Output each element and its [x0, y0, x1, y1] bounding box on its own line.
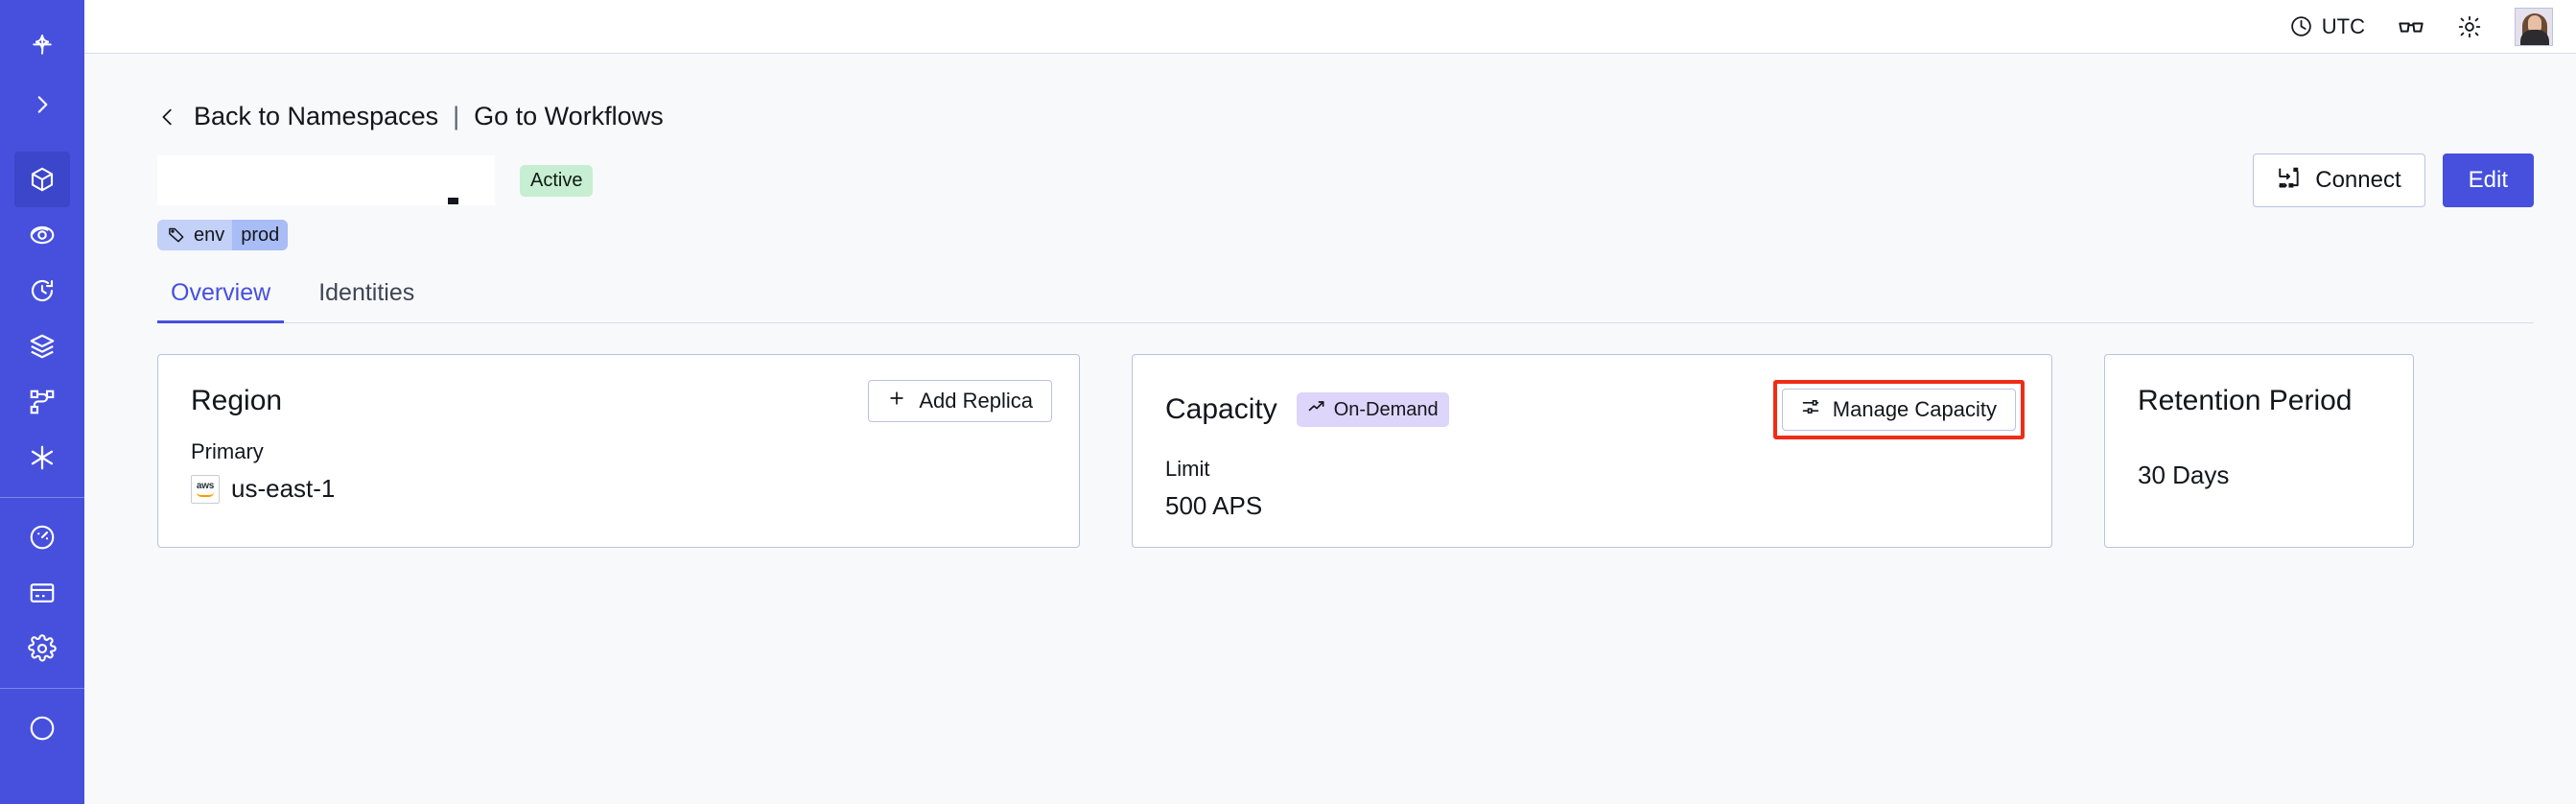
- capacity-card: Capacity On-Demand: [1132, 354, 2052, 548]
- timezone-label: UTC: [2321, 13, 2365, 38]
- retention-card: Retention Period 30 Days: [2104, 354, 2414, 548]
- back-to-namespaces-link[interactable]: Back to Namespaces: [194, 102, 439, 130]
- trend-up-icon: [1307, 397, 1326, 422]
- region-card-header: Region Add Replica: [191, 380, 1052, 422]
- region-card-action: Add Replica: [868, 380, 1052, 422]
- user-avatar[interactable]: [2515, 7, 2553, 46]
- namespace-title-row: Active: [157, 154, 2534, 207]
- tab-identities[interactable]: Identities: [318, 279, 415, 306]
- expand-sidebar-icon[interactable]: [14, 77, 70, 132]
- go-to-workflows-link[interactable]: Go to Workflows: [474, 102, 664, 130]
- add-replica-label: Add Replica: [919, 389, 1033, 413]
- tag-key: env: [194, 224, 225, 246]
- sidebar-item-history[interactable]: [14, 263, 70, 319]
- timezone-button[interactable]: UTC: [2289, 14, 2365, 39]
- left-sidebar: [0, 0, 84, 804]
- retention-value: 30 Days: [2138, 461, 2230, 489]
- clock-icon: [2289, 14, 2313, 38]
- retention-card-header: Retention Period: [2138, 380, 2386, 422]
- region-primary-value: us-east-1: [231, 474, 336, 503]
- aws-icon-text: aws: [196, 480, 215, 491]
- avatar-body: [2520, 29, 2549, 45]
- main-area: UTC: [84, 0, 2576, 804]
- capacity-card-title: Capacity: [1165, 393, 1277, 425]
- tag-chip-env[interactable]: env prod: [157, 220, 289, 250]
- connect-button[interactable]: Connect: [2253, 154, 2425, 207]
- add-replica-button[interactable]: Add Replica: [868, 380, 1052, 422]
- sidebar-divider: [0, 497, 84, 498]
- top-bar: UTC: [84, 0, 2576, 54]
- sun-icon[interactable]: [2457, 14, 2482, 39]
- sidebar-item-observability[interactable]: [14, 207, 70, 263]
- region-card-title: Region: [191, 385, 283, 416]
- sidebar-item-workflows[interactable]: [14, 374, 70, 430]
- namespace-actions: Connect Edit: [2253, 154, 2534, 207]
- sidebar-item-namespaces[interactable]: [14, 152, 70, 207]
- manage-capacity-button[interactable]: Manage Capacity: [1781, 389, 2016, 431]
- reading-glasses-icon[interactable]: [2398, 13, 2424, 40]
- region-primary-label: Primary: [191, 439, 264, 463]
- capacity-card-action: Manage Capacity: [1772, 380, 2025, 439]
- aws-icon-smile: [197, 492, 214, 497]
- temporal-logo-icon[interactable]: [14, 17, 70, 73]
- capacity-limit-label: Limit: [1165, 457, 1210, 481]
- namespace-dropdown-caret-icon[interactable]: [448, 198, 458, 204]
- plus-icon: [887, 389, 906, 414]
- tab-overview[interactable]: Overview: [157, 279, 285, 323]
- sidebar-divider-bottom: [0, 688, 84, 689]
- sidebar-item-settings[interactable]: [14, 621, 70, 676]
- top-bar-actions: UTC: [2289, 7, 2553, 46]
- manage-capacity-highlight: Manage Capacity: [1772, 380, 2025, 439]
- namespace-tags: env prod: [157, 220, 2534, 250]
- tabs: Overview Identities: [157, 279, 2534, 323]
- capacity-card-header: Capacity On-Demand: [1165, 380, 2025, 439]
- namespace-title: [157, 155, 495, 205]
- avatar-face: [2528, 14, 2541, 34]
- tag-value: prod: [232, 220, 289, 250]
- retention-card-title: Retention Period: [2138, 385, 2353, 416]
- connect-flow-icon: [2277, 165, 2302, 197]
- overview-cards: Region Add Replica: [157, 354, 2534, 548]
- breadcrumb-separator: |: [453, 102, 460, 130]
- sidebar-item-help[interactable]: [14, 700, 70, 756]
- chevron-left-icon[interactable]: [157, 103, 178, 131]
- tag-icon: [167, 225, 186, 245]
- sidebar-item-layers[interactable]: [14, 319, 70, 374]
- capacity-mode-label: On-Demand: [1333, 398, 1439, 420]
- status-badge: Active: [520, 164, 594, 197]
- manage-capacity-label: Manage Capacity: [1832, 397, 1997, 421]
- connect-button-label: Connect: [2315, 167, 2401, 193]
- region-card: Region Add Replica: [157, 354, 1080, 548]
- edit-button[interactable]: Edit: [2442, 154, 2534, 207]
- capacity-limit-value: 500 APS: [1165, 491, 1263, 520]
- sidebar-item-billing[interactable]: [14, 565, 70, 621]
- sliders-icon: [1801, 397, 1820, 422]
- capacity-mode-badge: On-Demand: [1296, 392, 1449, 427]
- aws-icon: aws: [191, 474, 220, 504]
- sidebar-item-nexus[interactable]: [14, 430, 70, 485]
- region-primary-value-row: aws us-east-1: [191, 474, 1052, 504]
- page-content: Back to Namespaces | Go to Workflows Act…: [84, 54, 2576, 804]
- breadcrumb: Back to Namespaces | Go to Workflows: [157, 102, 2534, 131]
- sidebar-item-usage[interactable]: [14, 509, 70, 565]
